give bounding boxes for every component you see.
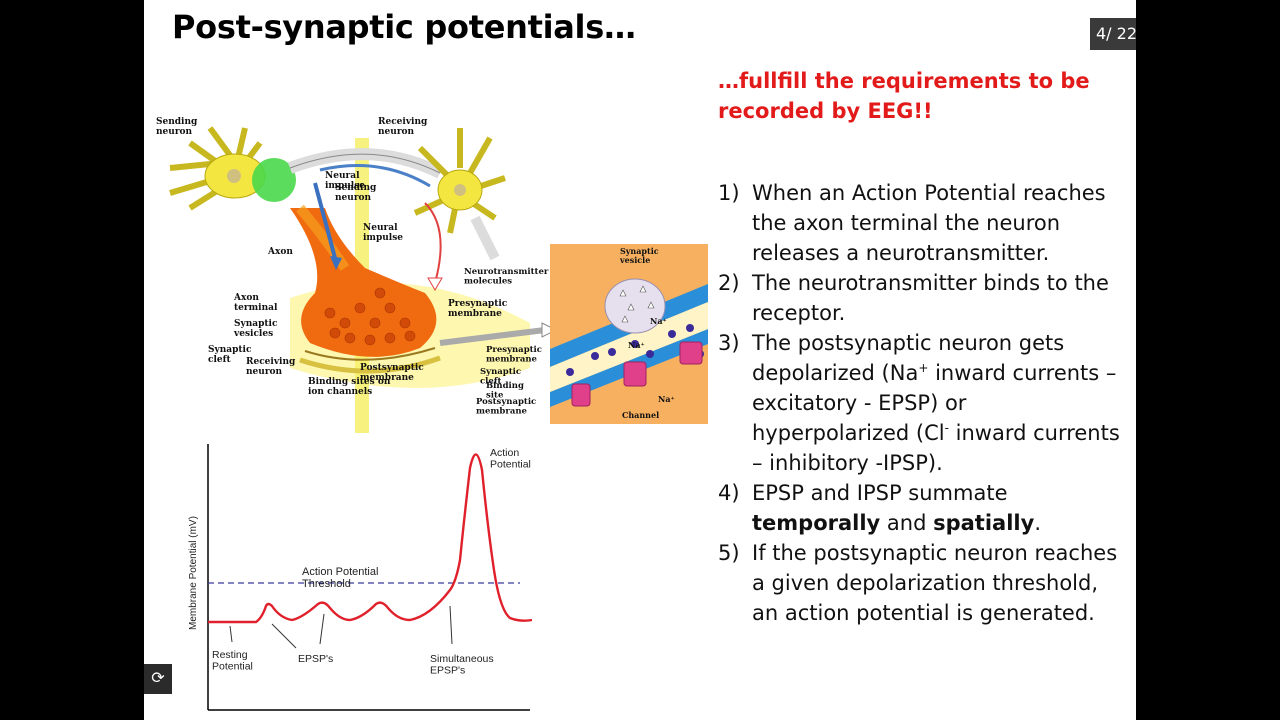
slide: Post-synaptic potentials… …fullfill the … [144,0,1136,720]
list-item: 2)The neurotransmitter binds to the rece… [718,271,1109,325]
potential-trace [208,453,533,624]
svg-text:Membrane Potential (mV): Membrane Potential (mV) [188,516,199,630]
list-item: 4)EPSP and IPSP summate temporally and s… [718,481,1041,535]
svg-text:Na⁺: Na⁺ [658,394,675,404]
refresh-icon: ⟳ [151,670,165,687]
svg-text:EPSP's: EPSP's [298,653,333,665]
list-item: 5)If the postsynaptic neuron reaches a g… [718,541,1118,625]
list-item: 3)The postsynaptic neuron gets depolariz… [718,331,1120,475]
svg-text:Axon: Axon [267,247,293,257]
slide-title: Post-synaptic potentials… [172,8,636,46]
membrane-potential-graph: Membrane Potential (mV) Action Potential… [188,444,533,711]
slide-counter: 4/ 22 [1090,18,1136,50]
sending-neuron-icon [169,126,296,211]
list-item: 1)When an Action Potential reaches the a… [718,181,1106,265]
receiving-neuron-icon [413,128,506,261]
svg-text:Channel: Channel [622,410,659,420]
refresh-button[interactable]: ⟳ [144,664,172,694]
svg-text:Na⁺: Na⁺ [650,316,667,326]
slide-subtitle: …fullfill the requirements to be recorde… [718,69,1090,123]
bullet-list: 1)When an Action Potential reaches the a… [718,178,1128,628]
svg-text:Na⁺: Na⁺ [628,340,645,350]
